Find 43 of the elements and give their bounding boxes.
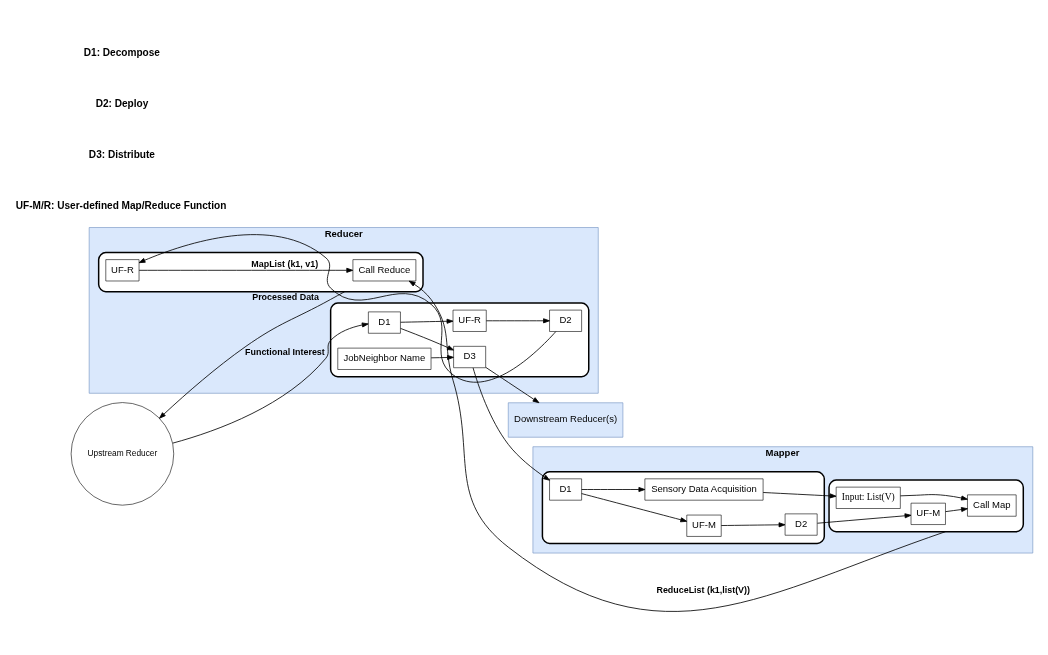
arrow [899, 494, 968, 501]
node-circle: Upstream Reducer [70, 402, 175, 506]
node-box: UF-M [686, 514, 722, 537]
label: D3: Distribute [88, 149, 155, 161]
arrow [408, 280, 946, 612]
arrow [762, 492, 837, 499]
edge-label: Processed Data [252, 292, 320, 302]
label: UF-M/R: User-defined Map/Reduce Function [15, 200, 227, 212]
cluster [329, 302, 590, 378]
arrow [172, 322, 369, 444]
node-box: D1 [368, 311, 401, 334]
arrow [485, 318, 550, 324]
node-box: JobNeighbor Name [337, 347, 432, 370]
cluster [97, 251, 424, 293]
arrow [400, 328, 454, 351]
node-box: D1 [549, 478, 582, 501]
arrow [472, 367, 550, 481]
arrow [720, 522, 786, 528]
edge-label: MapList (k1, v1) [251, 258, 319, 269]
node-box: UF-R [105, 259, 140, 282]
arrow [159, 291, 346, 419]
arrow [400, 318, 454, 324]
node-box: Call Map [967, 494, 1017, 517]
node-box: UF-M [910, 502, 946, 525]
node-box: D2 [784, 513, 818, 536]
node-box: Sensory Data Acquisition [644, 478, 764, 501]
arrow [581, 493, 688, 523]
node-box: Downstream Reducer(s) [507, 402, 624, 438]
node-box: Call Reduce [352, 259, 417, 282]
arrow [945, 507, 968, 513]
arrow [485, 367, 540, 404]
arrow [138, 234, 557, 383]
node-box: D2 [549, 309, 582, 332]
node-box: Input: List(V) [835, 486, 901, 509]
label: D1: Decompose [83, 46, 160, 58]
arrow [581, 487, 646, 492]
node-box: D3 [453, 346, 486, 369]
label: D2: Deploy [95, 98, 149, 109]
edge-label: ReduceList (k1,list(V)) [656, 584, 751, 595]
edge-label: Functional Interest [245, 346, 325, 357]
node-box: UF-R [452, 309, 487, 332]
arrow [430, 355, 454, 360]
arrow [138, 267, 354, 273]
